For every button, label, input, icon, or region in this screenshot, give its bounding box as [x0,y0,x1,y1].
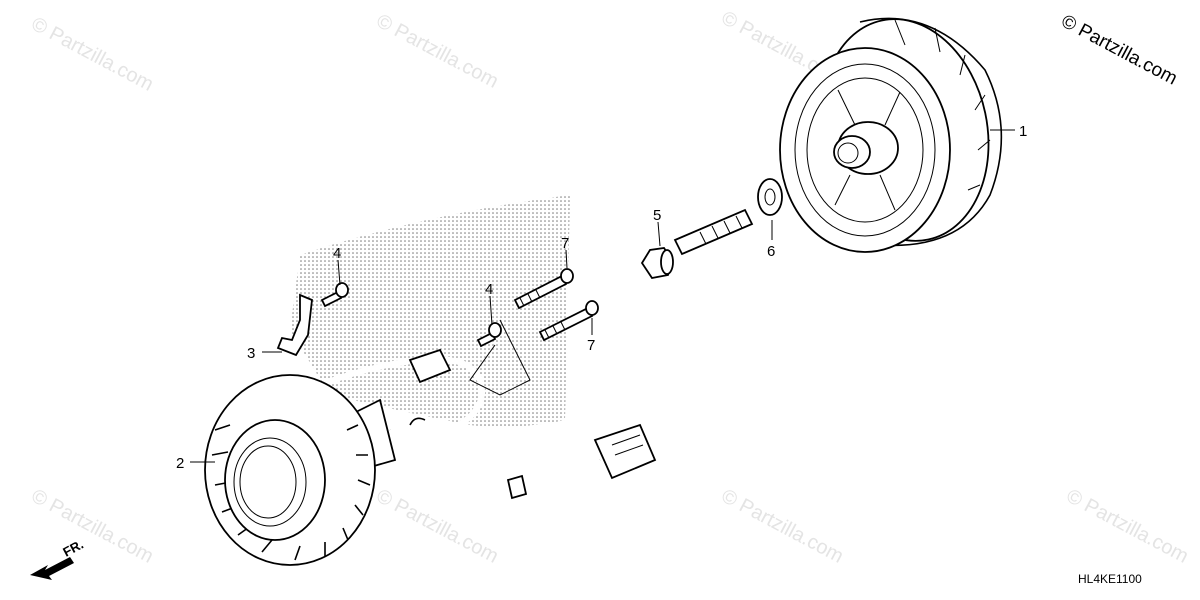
callout-7-upper: 7 [561,235,569,252]
washer[interactable] [757,178,783,216]
callout-6: 6 [767,243,775,260]
front-direction-arrow: FR. [30,537,86,580]
flange-bolt[interactable] [640,208,754,279]
watermark-5: © Partzilla.com [373,485,502,568]
socket-bolt-upper[interactable] [513,268,574,310]
direction-label: FR. [60,537,86,560]
bolt-upper[interactable] [320,282,349,308]
diagram-code: HL4KE1100 [1078,572,1142,586]
watermark-2: © Partzilla.com [373,10,502,93]
watermark-4: © Partzilla.com [28,485,157,568]
stator-coil[interactable] [204,374,376,566]
flywheel-rotor[interactable] [779,3,1008,256]
callout-3: 3 [247,345,255,362]
callout-1: 1 [1019,123,1027,140]
watermark-6: © Partzilla.com [718,485,847,568]
wire-clamp[interactable] [276,293,313,357]
socket-bolt-lower[interactable] [538,300,599,342]
callout-2: 2 [176,455,184,472]
watermarks: © Partzilla.com © Partzilla.com © Partzi… [28,7,1192,568]
callout-7-lower: 7 [587,337,595,354]
callout-4-upper: 4 [333,245,341,262]
watermark-7: © Partzilla.com [1063,485,1192,568]
watermark-1: © Partzilla.com [28,13,157,96]
leader-lines [190,129,1015,463]
copyright-notice: © Partzilla.com [1058,11,1181,90]
callout-4-lower: 4 [485,281,493,298]
bolt-lower[interactable] [476,322,502,348]
callouts: 1 2 3 4 4 5 6 7 7 [176,123,1027,472]
arrow-icon [30,557,74,580]
callout-5: 5 [653,207,661,224]
